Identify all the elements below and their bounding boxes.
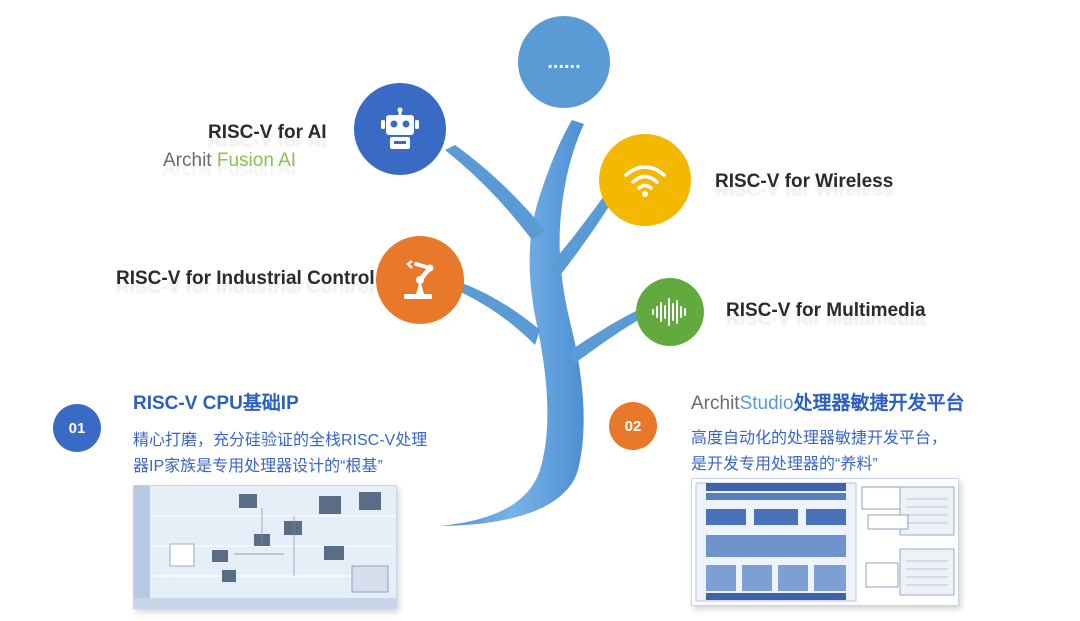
wifi-icon [624,165,666,197]
branch-wireless [550,193,613,278]
robot-icon [381,107,419,149]
branch-multimedia [568,310,642,364]
tree-trunk [440,120,584,526]
section2-title-archit: Archit [691,393,740,414]
section2-description: 高度自动化的处理器敏捷开发平台， 是开发专用处理器的“养料” [691,426,947,478]
platform-thumbnail [691,478,959,606]
section1-description: 精心打磨，充分硅验证的全栈RISC-V处理 器IP家族是专用处理器设计的“根基” [133,428,427,480]
ai-label: RISC-V for AI [208,122,327,143]
archit-wordmark: Archit [163,150,212,171]
section1-desc-line1: 精心打磨，充分硅验证的全栈RISC-V处理 [133,432,428,449]
ip-family-thumbnail [133,485,397,609]
wireless-label: RISC-V for Wireless [715,171,894,192]
section2-desc-line2: 是开发专用处理器的“养料” [691,456,878,473]
multimedia-node [636,278,704,346]
fusion-ai-wordmark: Fusion AI [216,150,297,171]
wireless-node [599,134,691,226]
section1-title: RISC-V CPU基础IP [133,393,299,414]
section2-title-suffix: 处理器敏捷开发平台 [793,393,965,414]
section2-desc-line1: 高度自动化的处理器敏捷开发平台， [691,430,948,447]
industrial-node [376,236,464,324]
section2-title-studio: Studio [739,393,794,414]
top-node-text: ...... [547,50,581,73]
section1-badge: 01 [53,404,101,452]
ai-node [354,83,446,175]
soundwave-icon [652,298,686,326]
section1-desc-line2: 器IP家族是专用处理器设计的“根基” [133,458,383,475]
robot-arm-icon [404,260,434,299]
section2-title: ArchitStudio处理器敏捷开发平台 [691,388,964,415]
top-node: ...... [518,16,610,108]
section2-badge: 02 [609,402,657,450]
multimedia-label: RISC-V for Multimedia [726,300,926,321]
branch-industrial [458,283,540,345]
branch-ai [445,145,545,240]
archit-fusion-ai-logo: Archit Fusion AI [163,150,296,172]
industrial-label: RISC-V for Industrial Control [116,268,375,289]
